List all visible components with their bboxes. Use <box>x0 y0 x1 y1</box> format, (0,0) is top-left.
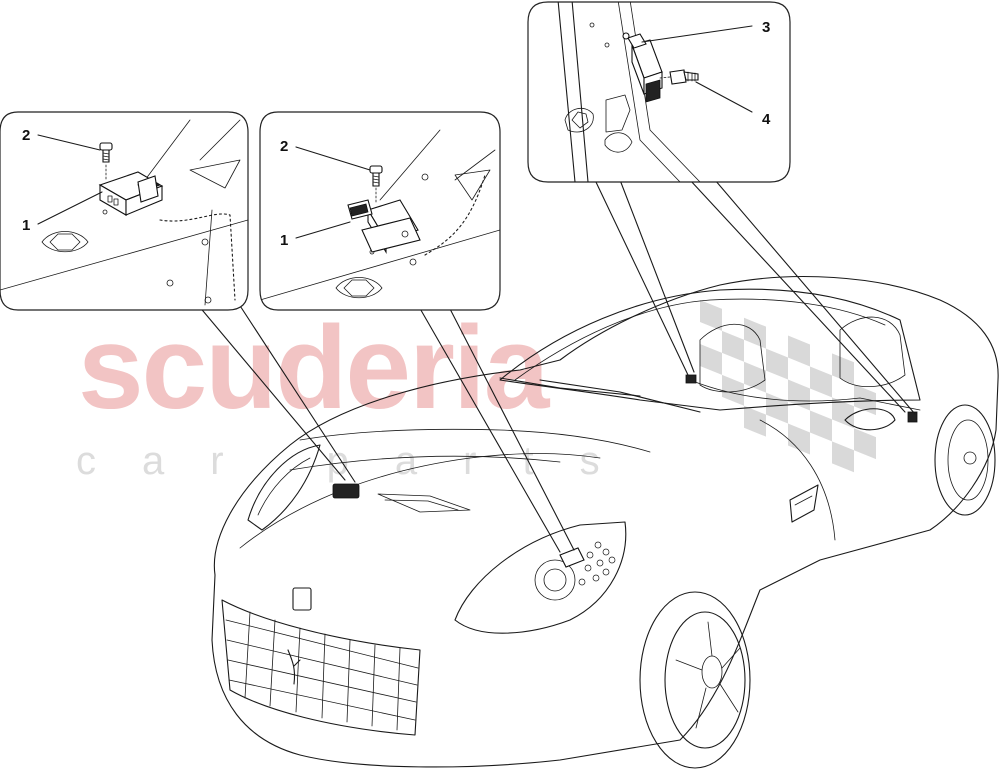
bracket-right <box>604 94 633 153</box>
grille-horse-icon <box>287 649 301 685</box>
grommet-left <box>41 231 89 253</box>
sensor-location-hood <box>332 483 360 499</box>
inset-middle: 2 1 <box>259 111 501 311</box>
headlight-leds <box>578 541 616 586</box>
screw-part-right <box>669 69 699 85</box>
sensor-location-pillar-left <box>685 374 697 384</box>
wiper-left <box>499 377 641 397</box>
headlight-right <box>454 521 627 634</box>
sensor-part-middle <box>347 199 421 254</box>
sensor-part-left <box>98 171 164 216</box>
front-grille <box>221 599 421 736</box>
door-line <box>759 419 836 541</box>
callout-2-middle: 2 <box>280 138 288 155</box>
sensor-location-headlight <box>559 547 585 568</box>
callout-1-left: 1 <box>22 217 30 234</box>
leader-lines <box>197 179 916 553</box>
grommet-right <box>564 107 594 133</box>
rear-wheel <box>934 404 996 516</box>
checkered-flag-icon <box>700 300 876 473</box>
hood-crease <box>299 428 651 453</box>
front-wheel <box>639 591 751 769</box>
car-body-outline <box>211 276 999 768</box>
cabin-floor <box>689 379 921 411</box>
inset-left: 2 1 <box>0 111 249 311</box>
wiper-right <box>539 379 701 413</box>
grommet-middle <box>335 277 383 299</box>
sensor-location-pillar-right <box>907 411 918 423</box>
headlight-lens <box>534 559 576 601</box>
inset-right: 3 4 <box>527 1 791 183</box>
windshield-frame <box>499 288 921 411</box>
callout-2-left: 2 <box>22 127 30 144</box>
watermark-brand: scuderia <box>78 302 551 434</box>
hood-scoop <box>377 493 471 513</box>
callout-1-middle: 1 <box>280 232 288 249</box>
callout-4-right: 4 <box>762 111 771 128</box>
screw-part-left <box>99 142 113 163</box>
grille-mesh <box>225 611 419 731</box>
side-vent <box>789 484 819 523</box>
headlight-left <box>247 444 321 531</box>
hood-crease-2 <box>289 455 561 471</box>
seat-left <box>699 323 766 393</box>
watermark-tagline: car parts <box>76 439 646 483</box>
car-illustration <box>211 276 999 769</box>
hood-badge-icon <box>292 587 312 611</box>
seat-right <box>839 316 906 388</box>
callout-3-right: 3 <box>762 19 770 36</box>
side-mirror <box>844 408 896 431</box>
watermark: scuderia car parts <box>76 300 876 483</box>
hood-line <box>239 453 601 549</box>
